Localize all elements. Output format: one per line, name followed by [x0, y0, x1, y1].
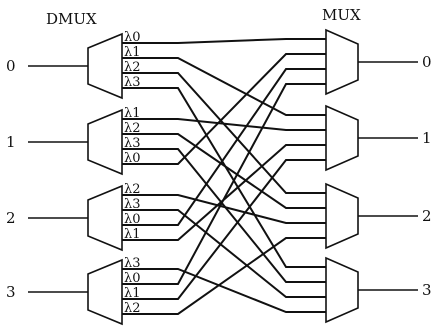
input-port-label: 0 [6, 57, 16, 75]
wavelength-label: λ0 [124, 30, 141, 45]
wire-dmux0-to-mux0 [121, 38, 327, 44]
mux-header-label: MUX [322, 6, 361, 24]
wire-dmux1-to-mux2 [121, 133, 327, 209]
wavelength-label: λ1 [124, 45, 141, 60]
wire-dmux0-to-mux2 [121, 72, 327, 194]
output-port-label: 1 [422, 129, 432, 147]
wavelength-label: λ0 [124, 212, 141, 227]
input-port-label: 3 [6, 283, 16, 301]
output-port-label: 2 [422, 207, 432, 225]
dmux-header-label: DMUX [46, 10, 97, 28]
wire-dmux2-to-mux0 [121, 68, 327, 226]
wavelength-label: λ2 [124, 301, 141, 316]
mux-block-1 [325, 104, 359, 172]
mux-block-0 [325, 28, 359, 96]
wire-dmux3-to-mux0 [121, 83, 327, 285]
wavelength-label: λ3 [124, 136, 141, 151]
wavelength-label: λ3 [124, 256, 141, 271]
mux-group [325, 28, 418, 324]
wavelength-label: λ2 [124, 182, 141, 197]
wavelength-label: λ3 [124, 75, 141, 90]
wavelength-label: λ1 [124, 106, 141, 121]
wavelength-label: λ0 [124, 151, 141, 166]
wavelength-label: λ1 [124, 286, 141, 301]
input-port-label: 2 [6, 209, 16, 227]
wire-dmux2-to-mux1 [121, 144, 327, 241]
wavelength-label: λ1 [124, 227, 141, 242]
dmux-group [28, 32, 123, 326]
wire-dmux1-to-mux1 [121, 118, 327, 131]
dmux-block-2 [87, 184, 123, 252]
dmux-block-3 [87, 258, 123, 326]
dmux-block-0 [87, 32, 123, 100]
port-labels: 0 1 2 3 0 1 2 3 [6, 53, 432, 301]
wire-dmux3-to-mux2 [121, 237, 327, 315]
wire-dmux2-to-mux2 [121, 194, 327, 224]
wire-dmux2-to-mux3 [121, 209, 327, 298]
input-port-label: 1 [6, 133, 16, 151]
wavelength-label: λ2 [124, 121, 141, 136]
wire-dmux1-to-mux0 [121, 53, 327, 165]
mux-block-2 [325, 182, 359, 250]
output-port-label: 0 [422, 53, 432, 71]
wire-dmux0-to-mux3 [121, 87, 327, 268]
crossconnect-wires [121, 38, 327, 315]
wire-dmux3-to-mux3 [121, 268, 327, 313]
output-port-label: 3 [422, 281, 432, 299]
wire-dmux3-to-mux1 [121, 159, 327, 300]
wire-dmux1-to-mux3 [121, 148, 327, 283]
wavelength-label: λ3 [124, 197, 141, 212]
mux-block-3 [325, 256, 359, 324]
wavelength-label: λ2 [124, 60, 141, 75]
dmux-block-1 [87, 108, 123, 176]
wire-dmux0-to-mux1 [121, 57, 327, 116]
wavelength-label: λ0 [124, 271, 141, 286]
